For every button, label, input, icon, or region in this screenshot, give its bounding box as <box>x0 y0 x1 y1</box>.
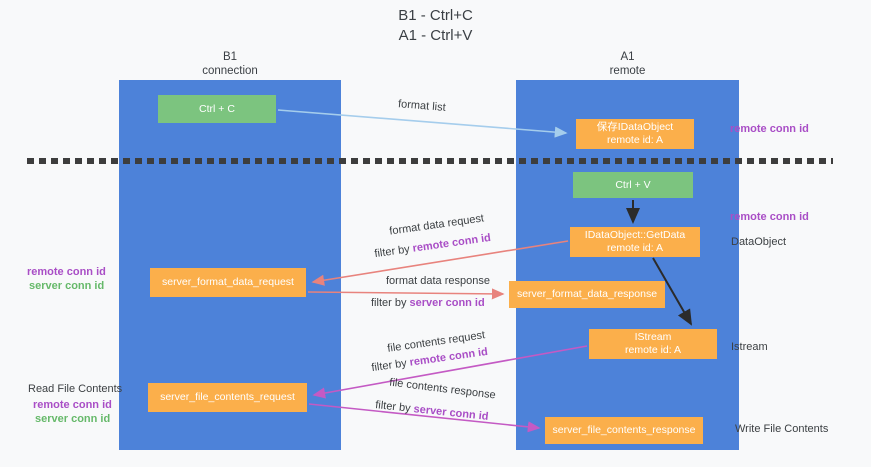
server-format-data-response-box: server_format_data_response <box>509 281 665 308</box>
right-column-role: remote <box>609 65 646 77</box>
save-idataobject-line2: remote id: A <box>606 134 664 146</box>
server-conn-id-left-bottom: server conn id <box>35 413 111 425</box>
title-line-1: B1 - Ctrl+C <box>398 7 473 24</box>
getdata-line1: IDataObject::GetData <box>584 229 686 241</box>
getdata-line2: remote id: A <box>606 242 664 254</box>
right-column-header: A1 remote <box>516 50 739 78</box>
server-file-contents-request-label: server_file_contents_request <box>160 391 295 403</box>
write-file-contents-label: Write File Contents <box>735 423 829 435</box>
ctrl-c-box: Ctrl + C <box>158 95 276 123</box>
istream-side-label: Istream <box>731 341 768 353</box>
remote-conn-id-left-mid: remote conn id <box>27 266 106 278</box>
remote-conn-id-top-right: remote conn id <box>730 123 809 135</box>
server-conn-id-left-mid: server conn id <box>29 280 105 292</box>
ctrl-c-label: Ctrl + C <box>199 102 235 115</box>
dataobject-side-label: DataObject <box>731 236 787 248</box>
server-file-contents-response-label: server_file_contents_response <box>552 424 696 436</box>
format-list-label: format list <box>397 98 447 114</box>
istream-box: IStream remote id: A <box>589 329 717 359</box>
left-column-role: connection <box>202 65 258 77</box>
server-conn-id-text: server conn id <box>412 403 490 423</box>
filter-by-text: filter by <box>371 297 410 309</box>
server-format-data-request-label: server_format_data_request <box>162 276 294 288</box>
remote-conn-id-text: remote conn id <box>411 231 492 255</box>
server-format-data-request-box: server_format_data_request <box>150 268 306 297</box>
format-data-response-label: format data response <box>386 275 490 287</box>
title-line-2: A1 - Ctrl+V <box>398 27 473 44</box>
remote-conn-id-mid-right: remote conn id <box>730 211 809 223</box>
server-format-data-response-label: server_format_data_response <box>516 288 658 300</box>
phase-separator-dashed-line <box>27 158 833 164</box>
save-idataobject-line1: 保存IDataObject <box>596 121 674 133</box>
server-file-contents-request-box: server_file_contents_request <box>148 383 307 412</box>
istream-line2: remote id: A <box>624 344 682 356</box>
left-column-name: B1 <box>222 51 238 63</box>
ctrl-v-box: Ctrl + V <box>573 172 693 198</box>
format-response-filter-label: filter by server conn id <box>371 297 485 309</box>
read-file-contents-label: Read File Contents <box>28 383 123 395</box>
ctrl-v-label: Ctrl + V <box>615 178 651 191</box>
filter-by-text: filter by <box>373 242 414 261</box>
idataobject-getdata-box: IDataObject::GetData remote id: A <box>570 227 700 257</box>
right-column-name: A1 <box>620 51 635 63</box>
file-response-filter-label: filter by server conn id <box>375 399 489 423</box>
istream-line1: IStream <box>634 331 672 343</box>
filter-by-text: filter by <box>374 399 415 416</box>
filter-by-text: filter by <box>370 356 411 375</box>
save-idataobject-box: 保存IDataObject remote id: A <box>576 119 694 149</box>
left-column-header: B1 connection <box>119 50 341 78</box>
server-file-contents-response-box: server_file_contents_response <box>545 417 703 444</box>
remote-conn-id-left-bottom: remote conn id <box>33 399 112 411</box>
diagram-title: B1 - Ctrl+C A1 - Ctrl+V <box>0 6 871 46</box>
server-conn-id-text: server conn id <box>409 297 485 309</box>
file-contents-response-label: file contents response <box>388 376 497 402</box>
